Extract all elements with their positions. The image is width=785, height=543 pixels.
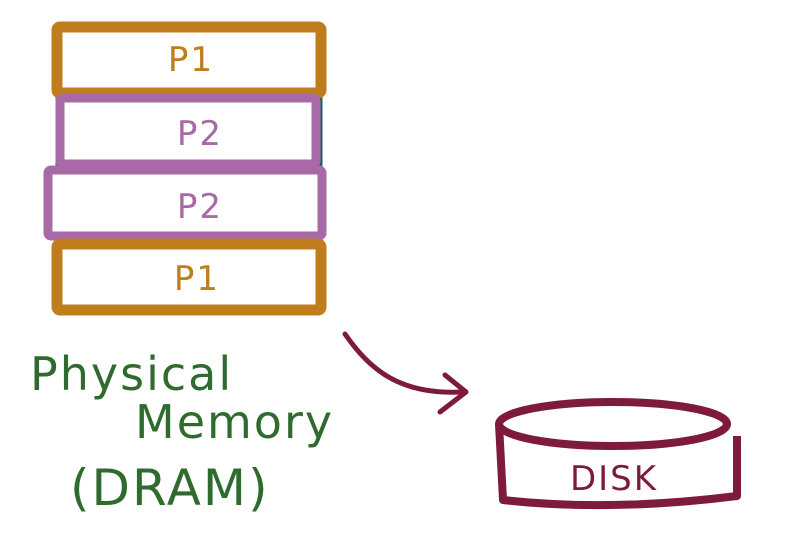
caption-memory: Memory: [135, 395, 334, 449]
memory-frame-label: P1: [174, 259, 220, 299]
caption-dram: (DRAM): [70, 459, 270, 517]
memory-frame-p2-upper: [55, 93, 321, 169]
arrow-head-icon: [437, 372, 469, 415]
disk-top-ellipse: [495, 398, 731, 450]
memory-frame-p1-top: [51, 21, 327, 99]
arrow-shaft: [342, 331, 465, 395]
physical-memory-stack: P1 P2 P2 P1: [43, 21, 327, 316]
disk-cylinder: DISK: [495, 398, 741, 510]
disk-body: [495, 423, 741, 510]
memory-frame-label: P1: [168, 40, 214, 80]
memory-frame-label: P2: [177, 114, 223, 154]
swap-arrow: [342, 331, 469, 415]
memory-frame-label: P2: [177, 187, 223, 227]
disk-label: DISK: [570, 459, 658, 499]
memory-frame-p2-lower: [43, 165, 327, 241]
memory-frame-p1-bottom: [51, 238, 327, 316]
physical-memory-caption: Physical Memory (DRAM): [30, 347, 334, 517]
caption-physical: Physical: [30, 347, 233, 401]
